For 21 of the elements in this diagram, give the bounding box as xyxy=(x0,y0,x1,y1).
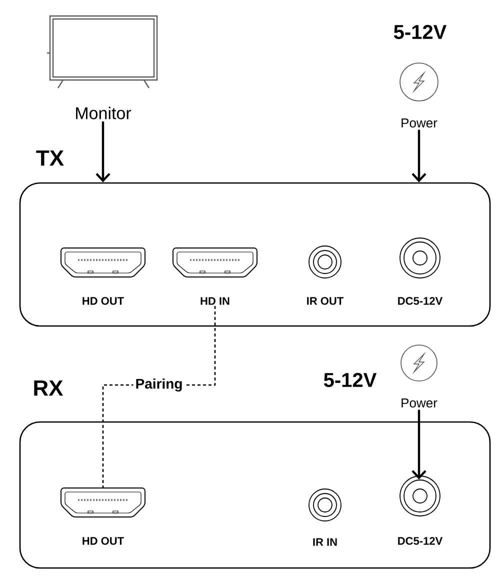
arrow xyxy=(412,130,426,182)
voltage-label: 5-12V xyxy=(394,24,447,40)
power-label: Power xyxy=(402,118,438,128)
node-label: TX xyxy=(36,150,64,166)
hdmi-port: HD OUT xyxy=(60,248,146,305)
arrow xyxy=(96,121,110,182)
audio-jack: IR IN xyxy=(308,488,342,546)
hdmi-port: HD OUT xyxy=(60,488,146,545)
audio-jack: IR OUT xyxy=(307,246,344,305)
power-jack: DC5-12V xyxy=(398,476,443,545)
voltage-label: 5-12V xyxy=(324,372,377,388)
hdmi-port: HD IN xyxy=(172,248,258,305)
node-label: HD IN xyxy=(200,297,230,305)
power-jack: DC5-12V xyxy=(398,238,443,305)
edge-label: Pairing xyxy=(133,376,185,394)
node-label: HD OUT xyxy=(82,297,124,305)
node-label: RX xyxy=(34,380,64,396)
node-label: HD OUT xyxy=(82,537,124,545)
monitor-label: Monitor xyxy=(76,106,132,120)
power-label: Power xyxy=(402,398,438,408)
arrow xyxy=(412,410,426,480)
